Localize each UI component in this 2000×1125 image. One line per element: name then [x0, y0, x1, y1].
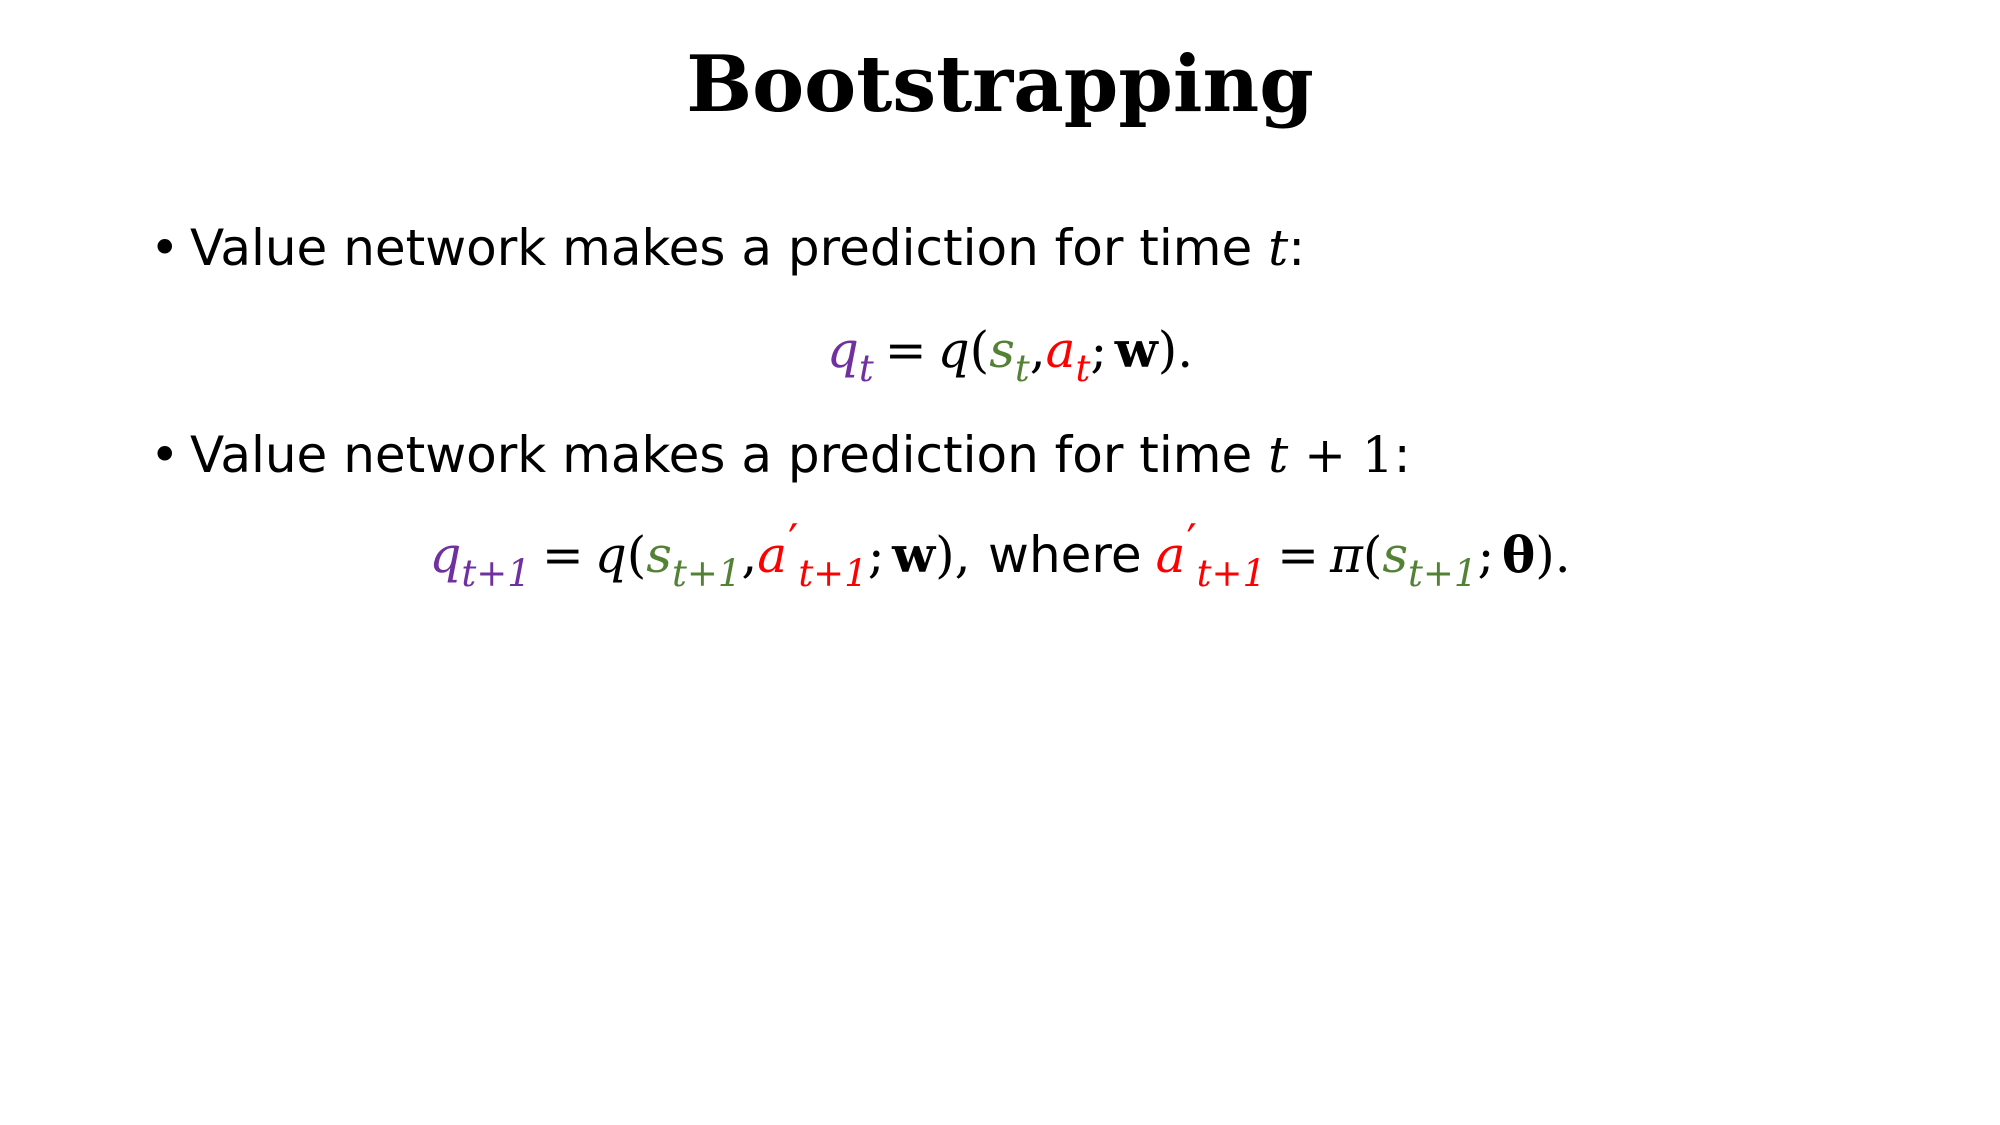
bullet-marker: •	[150, 219, 180, 277]
eq1-equals: =	[884, 321, 927, 379]
bullet-marker: •	[150, 426, 180, 484]
eq1-semicolon: ;	[1090, 321, 1108, 379]
eq2-semicolon: ;	[867, 526, 885, 584]
eq1-lhs-sub: t	[858, 347, 874, 391]
eq1-s-var: s	[989, 321, 1015, 379]
eq2-where: where	[988, 526, 1142, 584]
eq2-param: w	[892, 525, 936, 584]
eq1-func: q	[937, 321, 970, 379]
eq2-s-sub: t+1	[671, 552, 742, 596]
eq2-semicolon-2: ;	[1477, 526, 1495, 584]
eq2-equals: =	[541, 526, 584, 584]
eq2-pi: π	[1329, 526, 1363, 584]
bullet-1-text: Value network makes a prediction for tim…	[190, 219, 1269, 277]
eq2-open-2: (	[1362, 526, 1383, 584]
eq2-close: ),	[935, 526, 971, 584]
eq2-a-sub: t+1	[798, 552, 868, 596]
bullet-2-text: Value network makes a prediction for tim…	[190, 426, 1269, 484]
eq2-lhs-var: q	[429, 526, 462, 584]
eq2-close-2: ).	[1535, 526, 1571, 584]
eq2-comma: ,	[741, 526, 758, 584]
eq1-comma: ,	[1029, 321, 1046, 379]
eq2-a2-var: a	[1155, 526, 1186, 584]
eq2-s2-sub: t+1	[1408, 552, 1478, 596]
slide-title: Bootstrapping	[686, 39, 1314, 130]
eq2-a-var: a	[757, 526, 788, 584]
eq1-open: (	[969, 321, 990, 379]
bullet-1-suffix: :	[1288, 219, 1306, 277]
eq1-close: ).	[1157, 321, 1194, 379]
bullet-2-math: t	[1268, 426, 1289, 484]
eq1-s-sub: t	[1014, 347, 1030, 391]
eq2-theta: θ	[1501, 525, 1536, 584]
eq1-a-sub: t	[1075, 347, 1091, 391]
eq1-a-var: a	[1045, 321, 1076, 379]
eq2-open: (	[626, 526, 647, 584]
eq2-s2-var: s	[1382, 526, 1409, 584]
eq2-a2-sub: t+1	[1196, 552, 1267, 596]
bullet-2: •Value network makes a prediction for ti…	[150, 420, 1411, 490]
bullet-1: •Value network makes a prediction for ti…	[150, 213, 1305, 283]
eq2-s-var: s	[646, 526, 672, 584]
bullet-2-math-rest: + 1	[1288, 426, 1394, 484]
eq2-a-prime: ′	[788, 514, 799, 568]
eq2-func: q	[594, 526, 627, 584]
eq1-param: w	[1114, 320, 1158, 379]
eq2-lhs-sub: t+1	[461, 552, 531, 596]
bullet-2-suffix: :	[1393, 426, 1411, 484]
equation-1: qt=q(st,at;w).	[10, 310, 2000, 390]
eq2-equals-2: =	[1277, 526, 1319, 584]
eq2-a2-prime: ′	[1186, 514, 1197, 568]
bullet-1-math: t	[1268, 219, 1289, 277]
eq1-lhs-var: q	[826, 321, 859, 379]
